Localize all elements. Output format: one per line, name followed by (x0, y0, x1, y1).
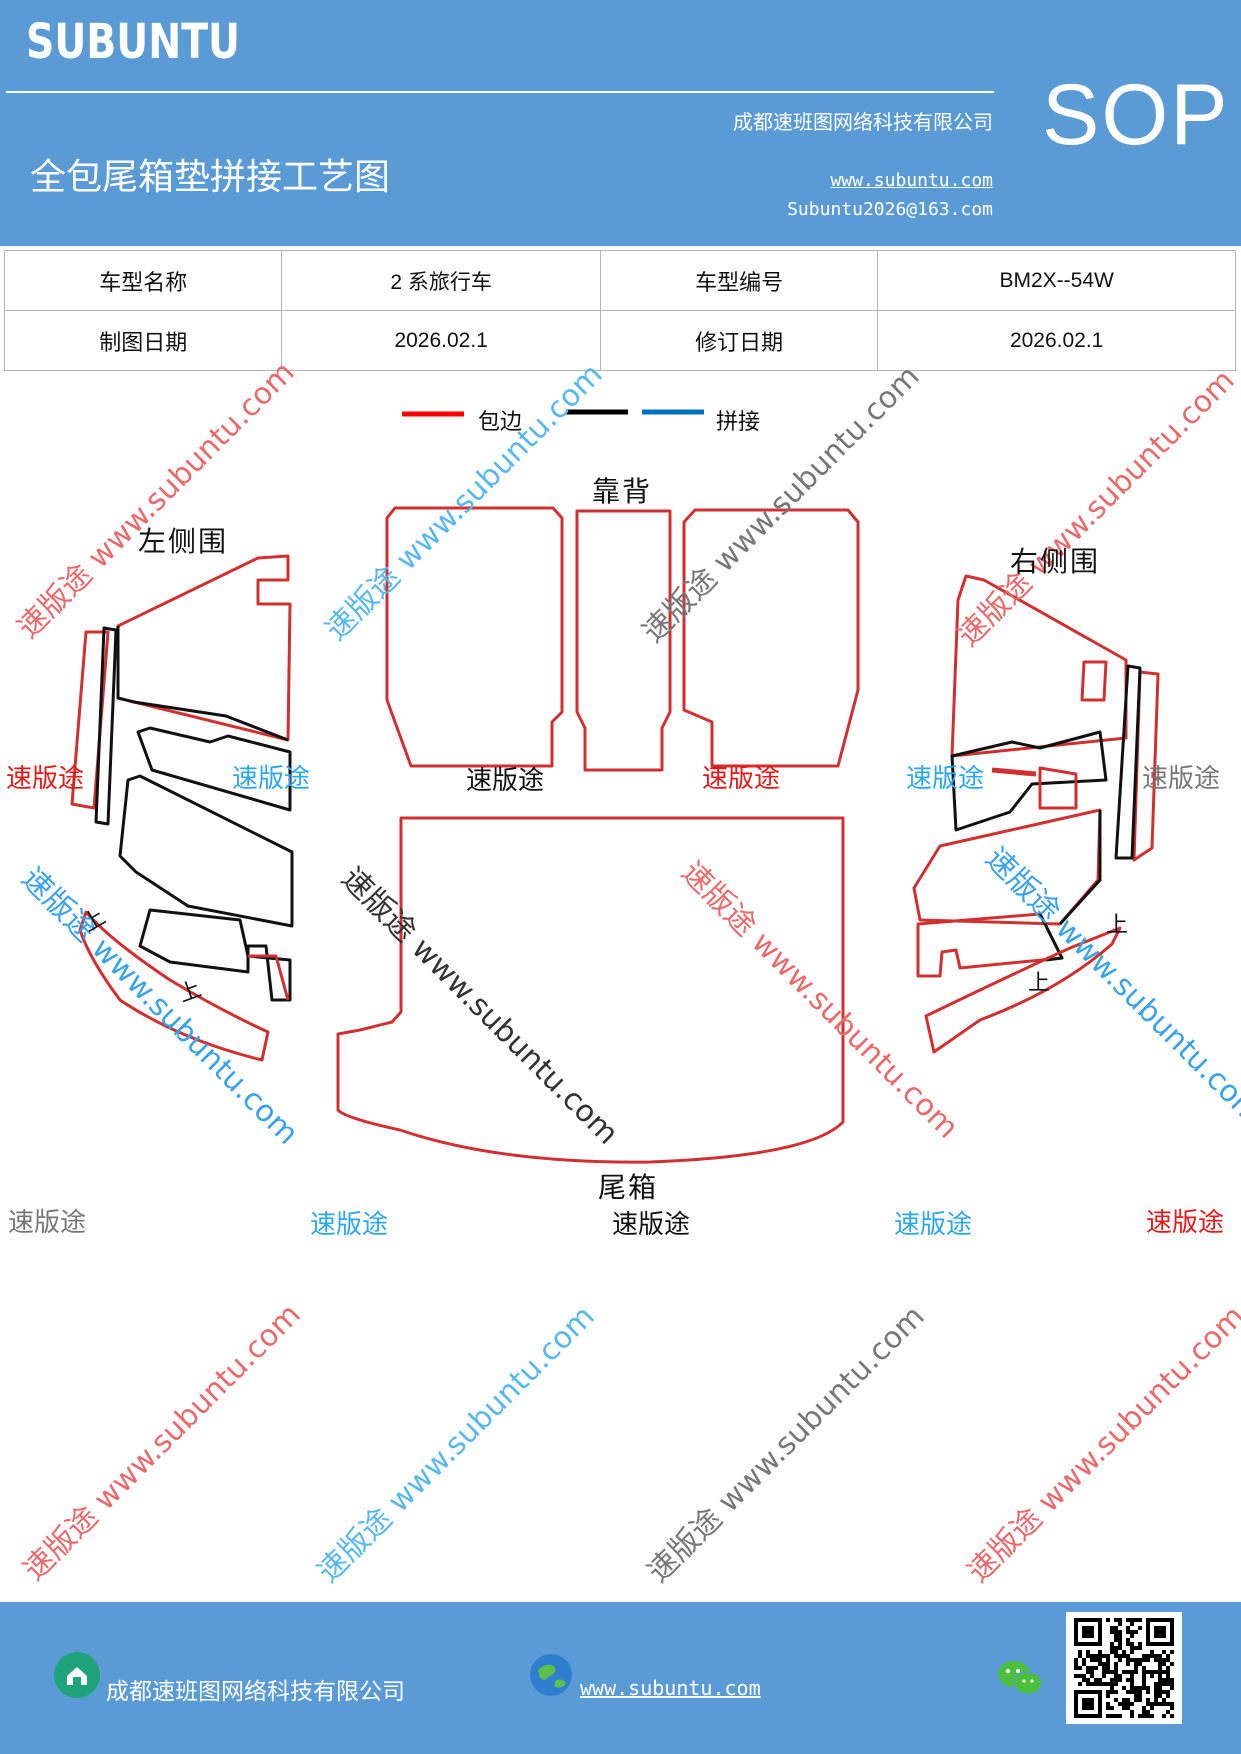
trunk-label: 尾箱 (598, 1171, 659, 1204)
right-side-window-top (1080, 660, 1108, 702)
revise-date-value: 2026.02.1 (877, 310, 1236, 371)
watermark-diag: 速版途 www.subuntu.com (674, 855, 965, 1146)
doc-type-label: SOP (1042, 67, 1230, 163)
watermark-word: 速版途 (466, 766, 545, 796)
table-row: 制图日期 2026.02.1 修订日期 2026.02.1 (3, 310, 1236, 371)
watermark-word: 速版途 (612, 1210, 691, 1240)
watermark-word: 速版途 (232, 764, 311, 794)
up-marker: 上 (1028, 971, 1050, 996)
footer-company: 成都速班图网络科技有限公司 (106, 1679, 405, 1705)
draw-date-value: 2026.02.1 (281, 310, 601, 371)
watermark-word: 速版途 (702, 764, 781, 794)
left-side-bottom-strip (78, 910, 270, 1062)
left-side-seam-1 (116, 626, 289, 742)
watermark-word: 速版途 (906, 764, 985, 794)
model-code-label: 车型编号 (599, 250, 879, 311)
up-marker: 上 (1106, 913, 1128, 938)
right-side-top-red (950, 574, 1128, 758)
company-name: 成都速班图网络科技有限公司 (733, 110, 993, 134)
watermark-word: 速版途 (310, 1210, 389, 1240)
left-side-panel-a (136, 726, 292, 812)
wechat-icon[interactable] (996, 1658, 1044, 1698)
watermark-diag: 速版途 www.subuntu.com (14, 861, 305, 1152)
watermark-word: 速版途 (6, 764, 85, 794)
watermark-diag: 速版途 www.subuntu.com (319, 366, 610, 648)
watermark-diag: 速版途 www.subuntu.com (334, 861, 625, 1152)
right-side-seam-b (1058, 810, 1102, 926)
watermark-diag: 速版途 www.subuntu.com (961, 1299, 1241, 1590)
watermark-diag: 速版途 www.subuntu.com (641, 1299, 932, 1590)
right-side-seam-c (1038, 913, 1064, 962)
watermark-word: 速版途 (8, 1208, 87, 1238)
info-table: 车型名称 2 系旅行车 车型编号 BM2X--54W 制图日期 2026.02.… (3, 250, 1236, 371)
left-side-panel-c (138, 908, 292, 1002)
table-row: 车型名称 2 系旅行车 车型编号 BM2X--54W (3, 250, 1236, 311)
left-side-label: 左侧围 (138, 525, 229, 558)
left-side-panel-b (118, 774, 294, 928)
watermark-diag: 速版途 www.subuntu.com (951, 366, 1241, 654)
backrest-center-piece (575, 509, 672, 772)
page-title: 全包尾箱垫拼接工艺图 (30, 157, 391, 198)
email-address: Subuntu2026@163.com (787, 199, 993, 220)
left-side-edge-c (248, 954, 290, 1001)
brand-logo: SUBUNTU (26, 14, 241, 70)
right-side-panel-a (950, 730, 1108, 832)
model-name-label: 车型名称 (3, 250, 283, 311)
globe-icon (528, 1652, 574, 1698)
website-link[interactable]: www.subuntu.com (830, 170, 993, 191)
right-side-strip-inner (1114, 664, 1142, 860)
home-icon (54, 1652, 100, 1698)
left-side-strip-inner (94, 626, 118, 826)
watermark-diag: 速版途 www.subuntu.com (978, 841, 1241, 1132)
qr-code[interactable] (1066, 1612, 1182, 1724)
header-banner: SUBUNTU SOP 全包尾箱垫拼接工艺图 成都速班图网络科技有限公司 www… (0, 0, 1241, 246)
backrest-left-piece (385, 506, 564, 768)
right-side-red-mark (991, 767, 1037, 777)
footer-website-link[interactable]: www.subuntu.com (580, 1676, 761, 1700)
backrest-right-piece (682, 508, 860, 768)
footer-banner: 成都速班图网络科技有限公司 www.subuntu.com (0, 1602, 1241, 1754)
right-side-bottom-strip (924, 926, 1122, 1054)
watermark-word: 速版途 (1142, 764, 1221, 794)
legend-label-edge: 包边 (478, 410, 523, 435)
watermark-diag: 速版途 www.subuntu.com (311, 1299, 602, 1590)
pattern-drawing: 速版途 www.subuntu.com 速版途 www.subuntu.com … (11, 366, 1241, 1590)
watermark-diag: 速版途 www.subuntu.com (17, 1297, 308, 1588)
header-divider (6, 91, 994, 93)
revise-date-label: 修订日期 (599, 310, 879, 371)
draw-date-label: 制图日期 (3, 310, 283, 371)
backrest-label: 靠背 (592, 475, 653, 508)
watermark-diag: 速版途 www.subuntu.com (636, 366, 927, 650)
trunk-floor-piece (336, 816, 845, 1164)
watermark-word: 速版途 (894, 1210, 973, 1240)
watermark-word: 速版途 (1146, 1208, 1225, 1238)
model-code-value: BM2X--54W (877, 250, 1236, 311)
legend-label-seam: 拼接 (716, 410, 761, 435)
right-side-window-mid (1038, 766, 1078, 810)
model-name-value: 2 系旅行车 (281, 250, 601, 311)
right-side-label: 右侧围 (1010, 545, 1101, 578)
left-side-strip-outer (70, 630, 110, 810)
